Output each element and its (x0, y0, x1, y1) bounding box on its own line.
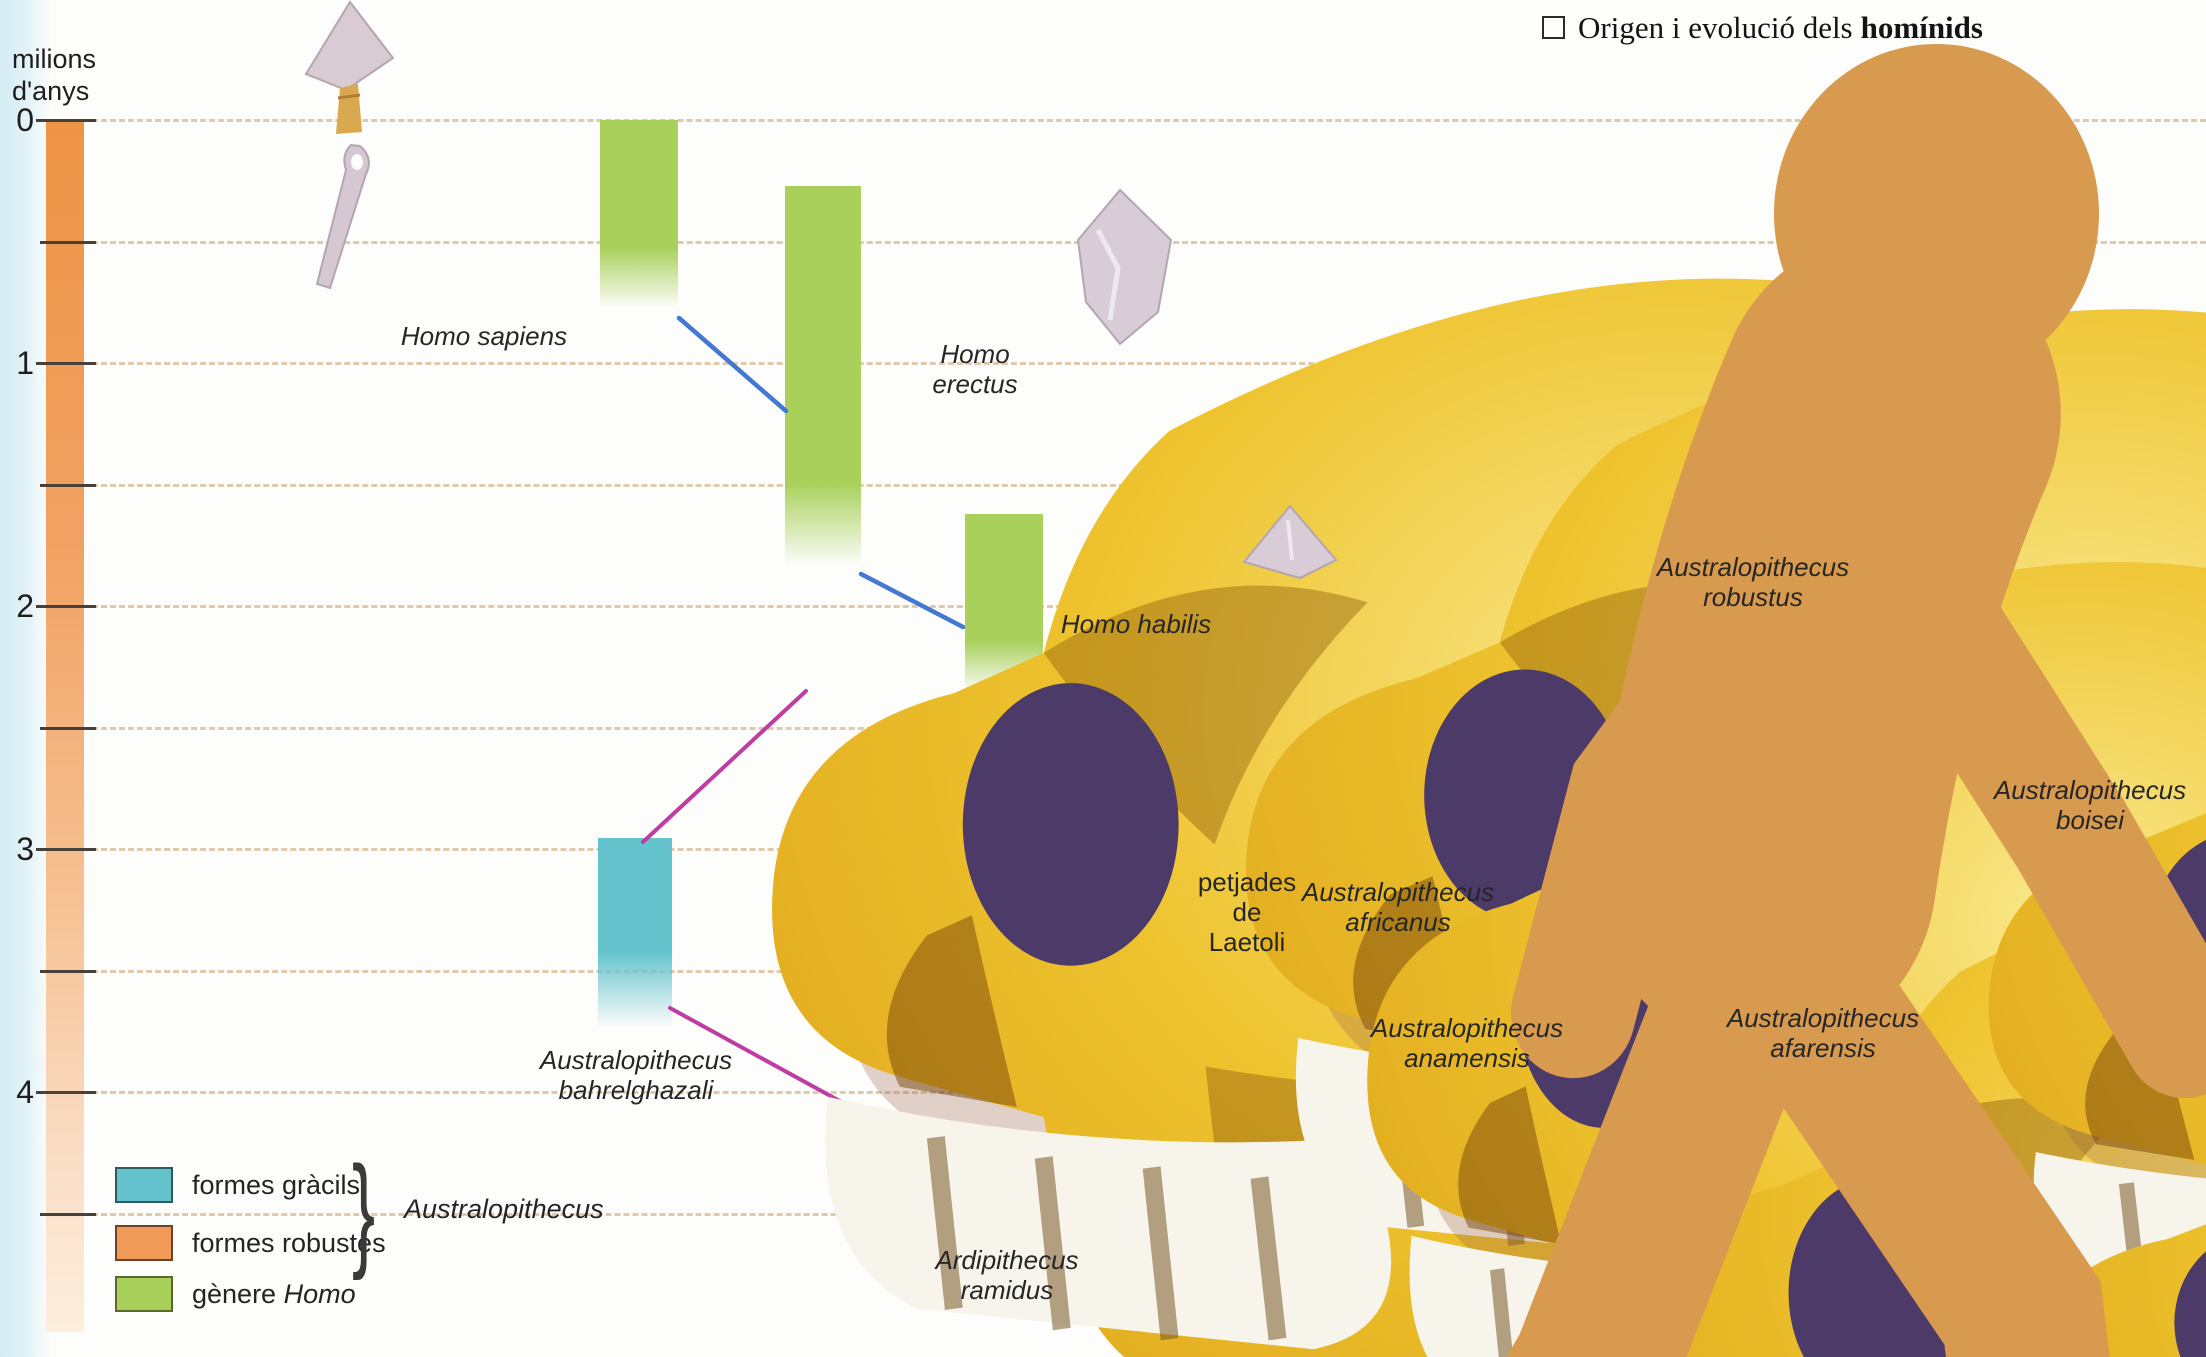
axis-tick (36, 848, 96, 851)
gridline-3-5my (92, 970, 2206, 973)
legend-label-homo: gènere Homo (192, 1279, 356, 1309)
gridline-0-5my (92, 241, 2206, 244)
label-homo-sapiens: Homo sapiens (400, 321, 568, 351)
legend-brace: } (352, 1140, 376, 1281)
bar-homo-habilis (965, 514, 1043, 694)
legend-swatch-graciles (115, 1167, 173, 1203)
square-bullet-icon (1542, 16, 1565, 39)
axis-unit-label: milions d'anys (12, 44, 97, 106)
label-australopithecus-bahrelghazali: Australopithecus bahrelghazali (539, 1045, 733, 1105)
axis-label-3: 3 (16, 831, 34, 867)
page-edge-tint (0, 0, 52, 1357)
axis-tick (36, 119, 96, 122)
legend-swatch-robustes (115, 1225, 173, 1261)
axis-tick (40, 241, 96, 244)
legend-label-robustes: formes robustes (192, 1228, 386, 1258)
axis-label-0: 0 (16, 102, 34, 138)
legend-swatch-homo (115, 1276, 173, 1312)
axis-tick (36, 1091, 96, 1094)
small-flake-tool-icon (1242, 504, 1338, 580)
bar-homo-erectus (785, 186, 861, 566)
bar-australopithecus-boisei (2052, 363, 2130, 763)
axis-tick (40, 1213, 96, 1216)
axis-tick (40, 484, 96, 487)
page-title: Origen i evolució dels homínids (1542, 10, 1983, 46)
label-australopithecus-africanus: Australopithecus africanus (1301, 877, 1495, 937)
gridline-1my (92, 362, 2206, 365)
axis-label-4: 4 (16, 1074, 34, 1110)
legend-bracket-label: Australopithecus (404, 1194, 604, 1224)
bar-ardipithecus-ramidus (965, 1208, 1042, 1234)
axis-tick (40, 970, 96, 973)
bar-australopithecus-bahrelghazali (598, 838, 672, 1028)
label-australopithecus-afarensis: Australopithecus afarensis (1726, 1003, 1920, 1063)
label-australopithecus-anamensis: Australopithecus anamensis (1370, 1013, 1564, 1073)
time-axis-bar (46, 120, 84, 1332)
spear-point-tool-icon (304, 0, 395, 134)
axis-label-1: 1 (16, 345, 34, 381)
title-highlight: homínids (1860, 10, 1983, 45)
label-australopithecus-boisei: Australopithecus boisei (1993, 775, 2187, 835)
bar-australopithecus-anamensis (1424, 1075, 1502, 1137)
australopithecus-africanus-skull-icon (1629, 846, 2206, 1357)
gridline-0my (92, 119, 2206, 122)
gridline-2-5my (92, 727, 2206, 730)
axis-label-2: 2 (16, 588, 34, 624)
axis-tick (36, 605, 96, 608)
bone-needle-tool-icon (315, 143, 370, 290)
australopith-lines (641, 595, 2058, 1357)
australopithecus-afarensis-skull-icon (2029, 973, 2206, 1357)
title-text: Origen i evolució dels (1578, 10, 1853, 45)
label-ardipithecus-ramidus: Ardipithecus ramidus (935, 1245, 1079, 1305)
label-homo-erectus: Homo erectus (932, 339, 1018, 399)
stone-flake-tool-icon (1076, 188, 1173, 346)
legend-label-graciles: formes gràcils (192, 1170, 361, 1200)
gridline-3my (92, 848, 2206, 851)
axis-tick (40, 727, 96, 730)
label-homo-habilis: Homo habilis (1060, 609, 1212, 639)
bar-homo-sapiens (600, 120, 678, 308)
axis-tick (36, 362, 96, 365)
gridline-4my (92, 1091, 2206, 1094)
label-australopithecus-robustus: Australopithecus robustus (1656, 552, 1850, 612)
